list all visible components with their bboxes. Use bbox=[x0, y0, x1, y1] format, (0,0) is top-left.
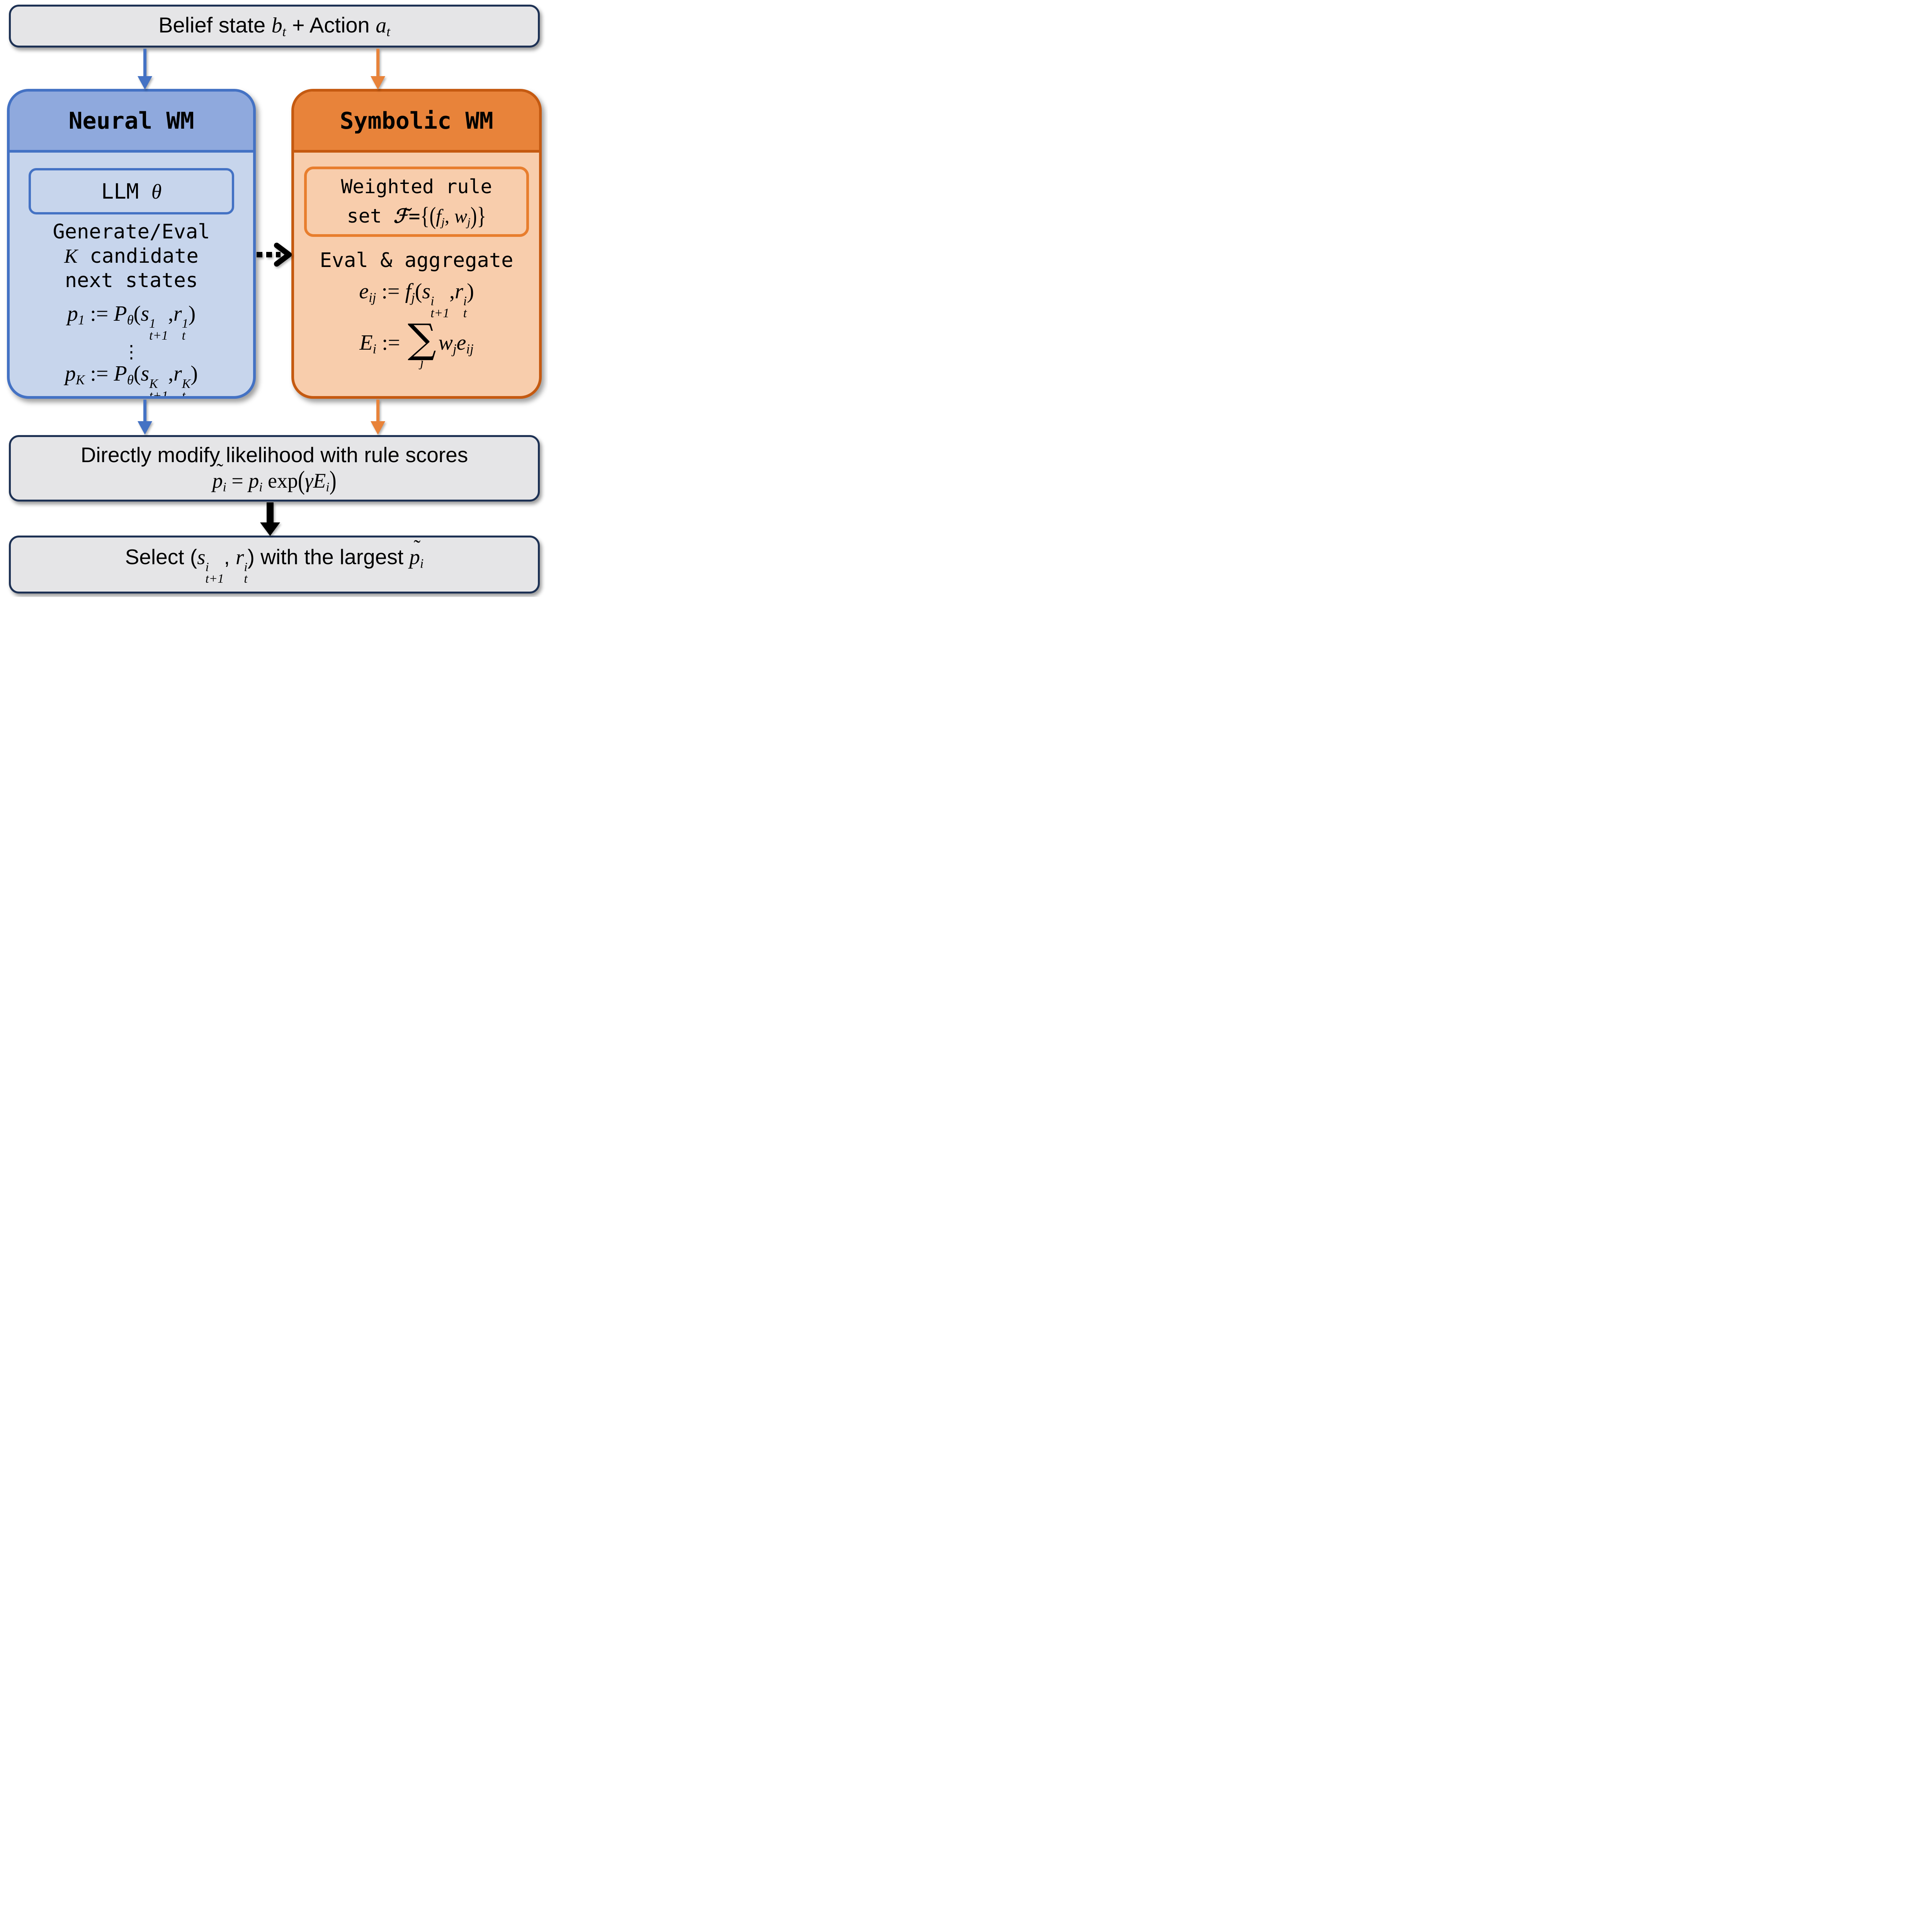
modify-likelihood-box: Directly modify likelihood with rule sco… bbox=[9, 435, 540, 502]
neural-wm-body: LLM θ Generate/Eval K candidate next sta… bbox=[10, 153, 253, 399]
weighted-rule-set-box: Weighted rule set ℱ={(fj, wj)} bbox=[304, 167, 529, 237]
arrow-belief-to-symbolic-icon bbox=[371, 49, 385, 90]
neural-desc-line: Generate/Eval bbox=[53, 220, 210, 243]
symbolic-wm-body: Weighted rule set ℱ={(fj, wj)} Eval & ag… bbox=[294, 153, 539, 396]
symbolic-wm-panel: Symbolic WM Weighted rule set ℱ={(fj, wj… bbox=[291, 89, 542, 399]
arrow-neural-to-symbolic-icon bbox=[257, 243, 292, 267]
ruleset-line: set ℱ={(fj, wj)} bbox=[347, 201, 486, 230]
llm-box: LLM θ bbox=[29, 168, 234, 214]
neural-description: Generate/Eval K candidate next states bbox=[53, 220, 210, 293]
neural-wm-header: Neural WM bbox=[10, 92, 253, 153]
ruleset-line: Weighted rule bbox=[341, 175, 492, 198]
belief-action-label: Belief state bt + Action at bbox=[158, 13, 390, 39]
modify-likelihood-formula: p˜i = pi exp(γEi) bbox=[212, 460, 337, 495]
symbolic-wm-title: Symbolic WM bbox=[340, 107, 493, 134]
eval-aggregate-label: Eval & aggregate bbox=[320, 249, 514, 272]
neural-wm-panel: Neural WM LLM θ Generate/Eval K candidat… bbox=[7, 89, 256, 399]
modify-likelihood-label: Directly modify likelihood with rule sco… bbox=[80, 442, 468, 467]
arrow-belief-to-neural-icon bbox=[138, 49, 152, 90]
vertical-ellipsis: ⋮ bbox=[122, 341, 140, 362]
neural-wm-title: Neural WM bbox=[68, 107, 194, 134]
belief-action-box: Belief state bt + Action at bbox=[9, 5, 540, 48]
symbolic-wm-header: Symbolic WM bbox=[294, 92, 539, 153]
arrow-neural-to-modify-icon bbox=[138, 400, 152, 435]
neural-desc-line: K candidate bbox=[64, 245, 199, 268]
arrow-modify-to-select-icon bbox=[260, 502, 280, 536]
diagram-canvas: Belief state bt + Action at Neural WM LL… bbox=[0, 0, 548, 597]
neural-desc-line: next states bbox=[65, 269, 198, 292]
arrow-symbolic-to-modify-icon bbox=[371, 400, 385, 435]
llm-label: LLM θ bbox=[101, 179, 162, 204]
